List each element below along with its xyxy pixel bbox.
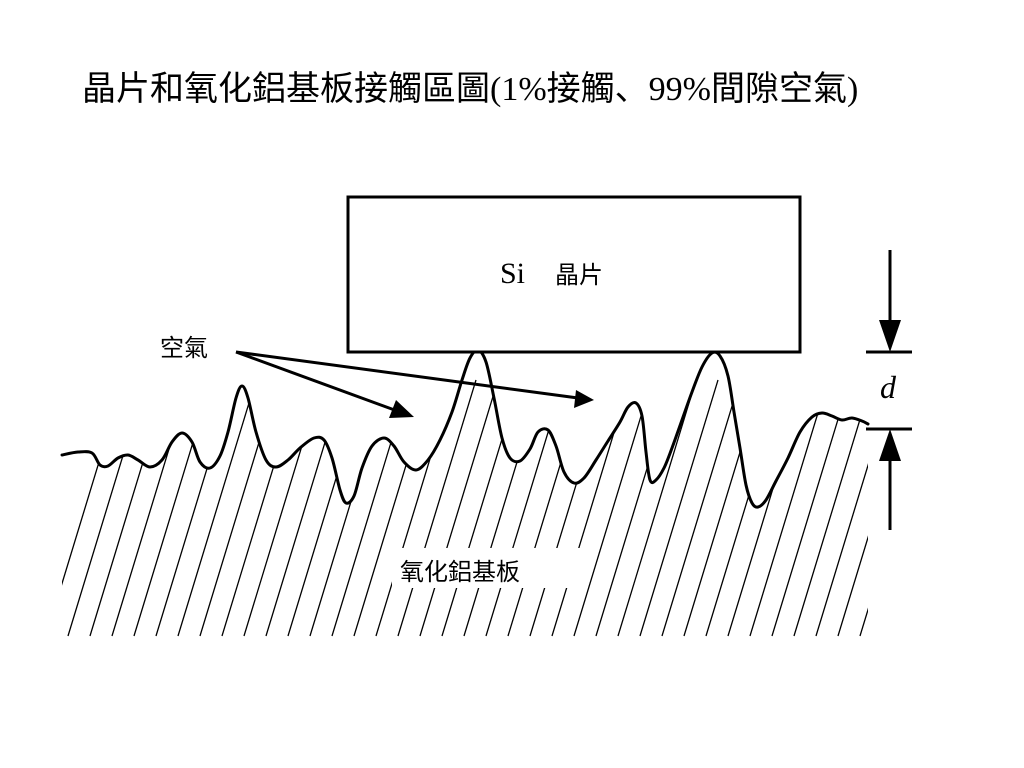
hatch-line — [793, 379, 868, 637]
hatch-line — [727, 379, 807, 637]
hatch-line — [221, 379, 301, 637]
hatch-line — [463, 379, 543, 637]
gap-dimension-marker — [866, 250, 912, 530]
hatch-line — [309, 379, 389, 637]
hatch-line — [331, 379, 411, 637]
air-pointer-arrows — [235, 350, 594, 418]
hatch-line — [573, 379, 653, 637]
hatch-line — [617, 379, 697, 637]
hatch-line — [441, 379, 521, 637]
gap-lower-arrowhead — [879, 429, 901, 461]
air-arrowhead-left — [389, 400, 414, 418]
hatch-line — [287, 379, 367, 637]
substrate-label-mask — [392, 548, 580, 588]
hatch-line — [507, 379, 587, 637]
si-wafer-block — [346, 195, 802, 354]
hatch-line — [243, 379, 323, 637]
hatch-line — [62, 379, 125, 637]
diagram-title: 晶片和氧化鋁基板接觸區圖(1%接觸、99%間隙空氣) — [82, 70, 858, 108]
hatch-line — [397, 379, 477, 637]
air-arrow-left — [235, 350, 401, 414]
hatch-line — [749, 379, 829, 637]
hatch-line — [529, 379, 609, 637]
hatch-line — [661, 379, 741, 637]
air-label: 空氣 — [160, 335, 208, 362]
hatch-line — [639, 379, 719, 637]
hatch-line — [177, 379, 257, 637]
hatch-line — [859, 379, 868, 637]
hatch-line — [353, 379, 433, 637]
hatch-line — [595, 379, 675, 637]
air-arrowhead-right — [574, 390, 594, 408]
hatch-line — [419, 379, 499, 637]
hatch-line — [815, 379, 868, 637]
hatch-line — [837, 379, 868, 637]
hatch-line — [155, 379, 235, 637]
hatch-line — [89, 379, 169, 637]
hatch-line — [683, 379, 763, 637]
gap-upper-arrowhead — [879, 320, 901, 352]
hatch-line — [375, 379, 455, 637]
hatch-line — [111, 379, 191, 637]
hatch-line — [705, 379, 785, 637]
hatch-line — [551, 379, 631, 637]
hatch-line — [199, 379, 279, 637]
substrate-label: 氧化鋁基板 — [400, 559, 520, 586]
air-arrow-right — [235, 350, 579, 400]
substrate-surface-profile — [60, 348, 870, 509]
gap-symbol-d: d — [880, 369, 897, 405]
hatch-line — [771, 379, 851, 637]
wafer-si-label: Si — [500, 257, 525, 290]
hatch-line — [133, 379, 213, 637]
hatch-line — [67, 379, 147, 637]
substrate-hatching — [62, 379, 868, 637]
hatch-line — [265, 379, 345, 637]
wafer-name-label: 晶片 — [555, 262, 603, 289]
